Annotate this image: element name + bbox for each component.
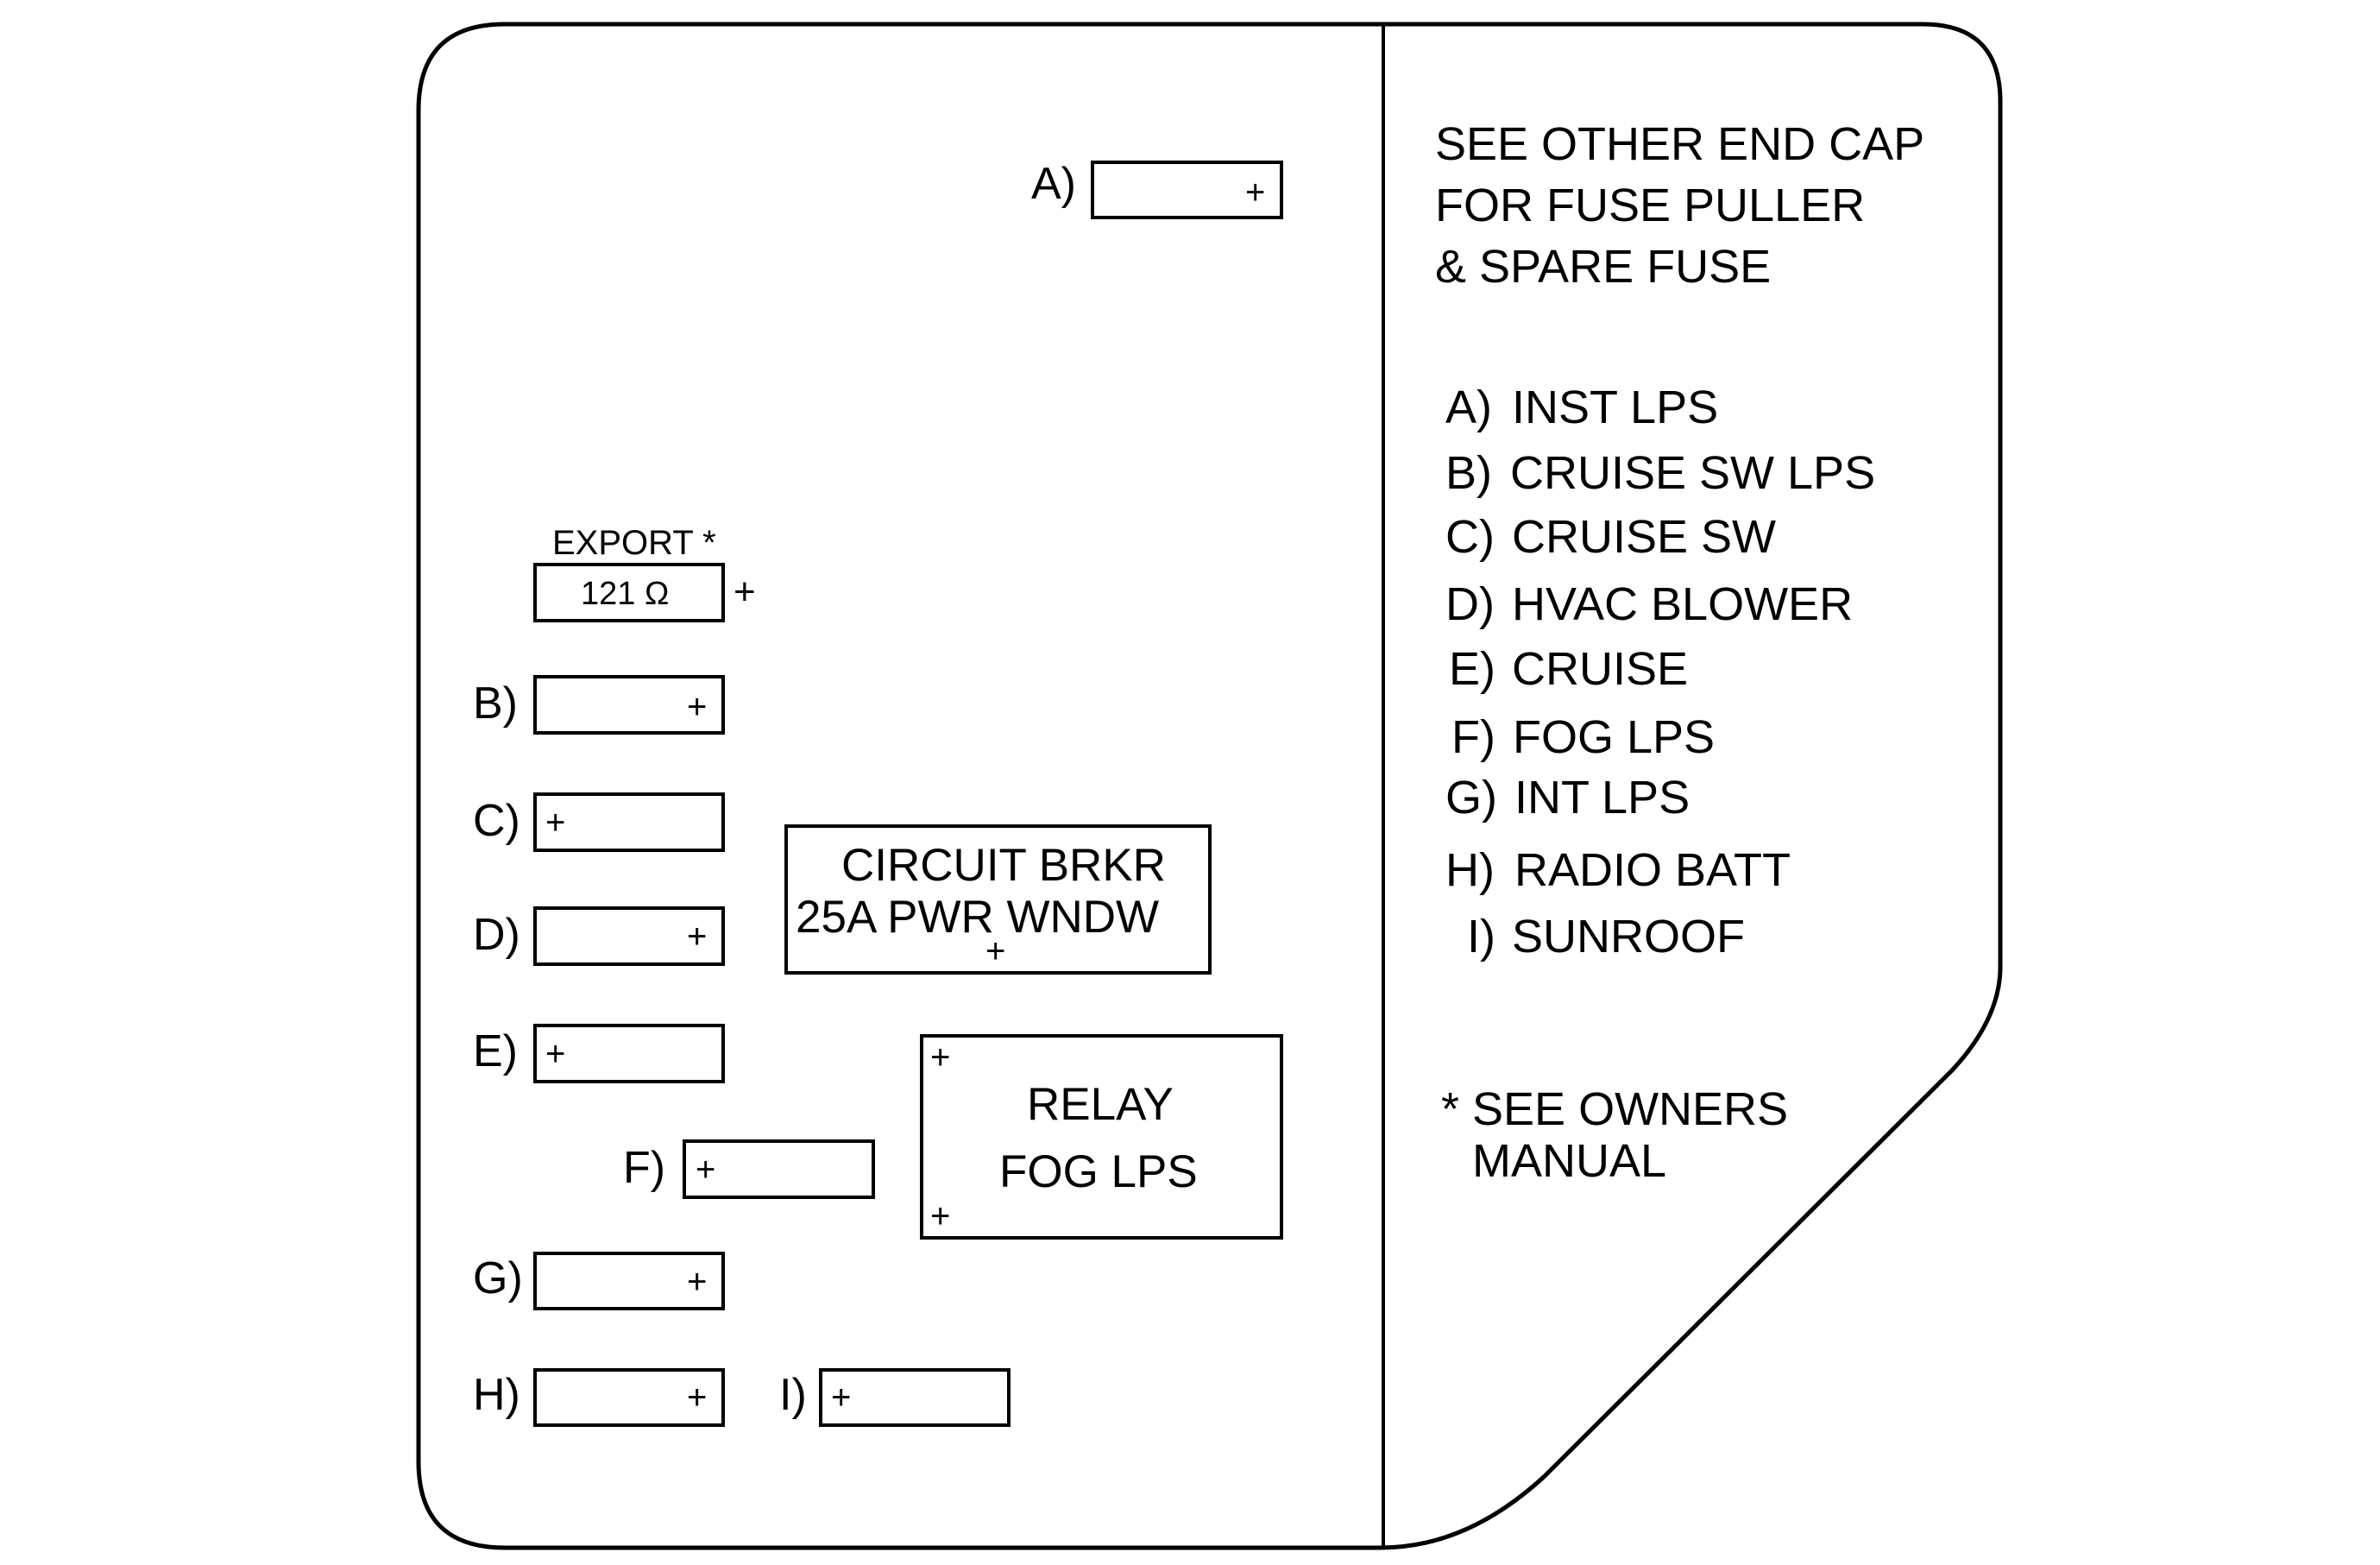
fuse-legend: A) INST LPS B) CRUISE SW LPS C) CRUISE S… [1445,382,1875,962]
relay-box [920,1034,1283,1240]
breaker-box [784,824,1212,975]
legend-key: D) [1445,578,1495,630]
fuse-slot [819,1368,1011,1427]
cover-outline [416,22,2003,1550]
plus-sign: + [930,1038,950,1076]
legend-text: FOG LPS [1513,711,1715,763]
legend-key: B) [1445,447,1492,499]
fuse-label: I) [779,1370,807,1420]
plus-sign: + [687,1263,707,1301]
plus-sign: + [930,1197,950,1235]
note-line: & SPARE FUSE [1435,241,1771,293]
note-top: SEE OTHER END CAP FOR FUSE PULLER & SPAR… [1435,118,1924,293]
fuse-i: I) + [779,1368,1011,1427]
fuse-a: A) + [1031,159,1283,219]
relay-line-1: RELAY [1027,1079,1174,1130]
plus-sign: + [545,804,565,842]
legend-text: INST LPS [1512,382,1718,433]
export-fuse: EXPORT * 121 Ω + [533,524,756,622]
legend-key: F) [1451,711,1495,763]
legend-text: HVAC BLOWER [1512,578,1853,630]
fuse-label: C) [473,796,520,846]
breaker-line-2: 25A PWR WNDW [796,892,1159,943]
fuse-label: H) [473,1370,520,1420]
note-line: * SEE OWNERS [1441,1083,1788,1135]
legend-key: C) [1445,511,1495,563]
fuse-slot [683,1139,875,1199]
legend-text: CRUISE SW [1512,511,1776,563]
fuse-slot [533,675,725,735]
fuse-d: D) + [473,906,725,966]
note-line: FOR FUSE PULLER [1435,180,1865,231]
legend-key: I) [1467,911,1495,962]
legend-text: SUNROOF [1512,911,1745,962]
note-bottom: * SEE OWNERS MANUAL [1441,1083,1788,1187]
relay-line-2: FOG LPS [999,1146,1198,1197]
export-value: 121 Ω [581,576,669,612]
legend-text: CRUISE SW LPS [1510,447,1875,499]
fuse-slot [533,563,725,622]
fuse-label: G) [473,1253,523,1303]
fuse-slot [1091,161,1283,219]
fuse-slot [533,1024,725,1083]
plus-sign: + [831,1379,851,1417]
legend-text: RADIO BATT [1514,844,1791,896]
relay-fog-lps: RELAY FOG LPS + + [920,1034,1283,1240]
note-line: SEE OTHER END CAP [1435,118,1924,170]
legend-key: E) [1449,643,1495,695]
plus-sign: + [985,932,1005,970]
fuse-b: B) + [473,675,725,735]
legend-text: INT LPS [1514,772,1690,824]
fuse-label: B) [473,678,518,729]
plus-sign: + [687,688,707,726]
breaker-line-1: CIRCUIT BRKR [841,840,1166,891]
fuse-label: E) [473,1026,518,1076]
plus-sign: + [687,1379,707,1417]
plus-sign: + [734,571,756,613]
fuse-label: D) [473,910,520,960]
legend-key: G) [1445,772,1497,824]
plus-sign: + [545,1035,565,1073]
fuse-e: E) + [473,1024,725,1083]
export-title: EXPORT * [552,524,716,562]
fuse-g: G) + [473,1252,725,1310]
fuse-slot [533,792,725,852]
fuse-c: C) + [473,792,725,852]
note-line: MANUAL [1472,1135,1666,1187]
fuse-h: H) + [473,1368,725,1427]
legend-key: H) [1445,844,1495,896]
plus-sign: + [1245,174,1265,211]
circuit-breaker: CIRCUIT BRKR 25A PWR WNDW + [784,824,1212,975]
fuse-label: F) [623,1143,665,1193]
fuse-slot [533,1252,725,1310]
plus-sign: + [687,918,707,956]
fuse-label: A) [1031,159,1076,209]
fuse-slot [533,1368,725,1427]
legend-key: A) [1445,382,1492,433]
fuse-slot [533,906,725,966]
fuse-f: F) + [623,1139,875,1199]
legend-text: CRUISE [1512,643,1688,695]
plus-sign: + [696,1151,715,1189]
